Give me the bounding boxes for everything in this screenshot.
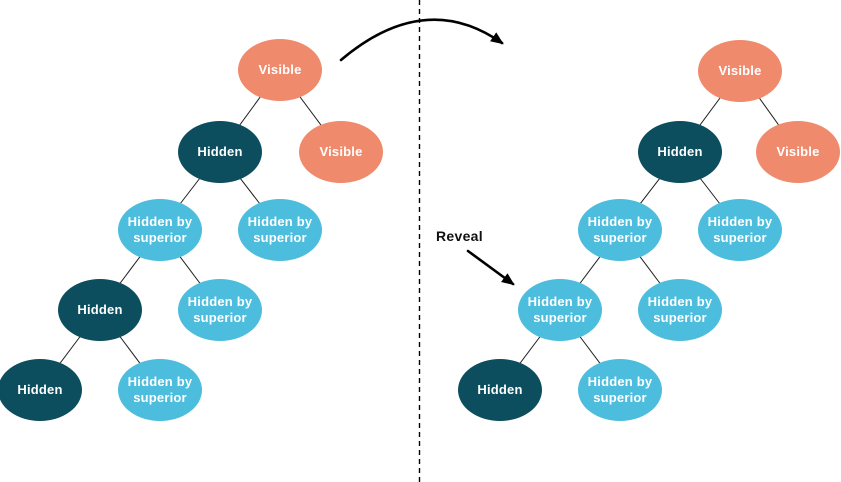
tree-node-hidden-by-superior: Hidden by superior xyxy=(578,359,662,421)
node-label: Hidden xyxy=(657,143,703,159)
tree-node-visible: Visible xyxy=(756,121,840,183)
node-label: Hidden by superior xyxy=(247,213,313,245)
tree-node-hidden-by-superior: Hidden by superior xyxy=(118,199,202,261)
node-label: Hidden xyxy=(477,381,523,397)
node-label: Hidden by superior xyxy=(527,293,593,325)
node-label: Hidden by superior xyxy=(187,293,253,325)
node-label: Hidden by superior xyxy=(707,213,773,245)
tree-node-hidden-by-superior: Hidden by superior xyxy=(578,199,662,261)
tree-node-hidden-by-superior: Hidden by superior xyxy=(698,199,782,261)
node-label: Hidden xyxy=(197,143,243,159)
node-label: Hidden by superior xyxy=(127,373,193,405)
tree-node-hidden: Hidden xyxy=(458,359,542,421)
tree-node-hidden: Hidden xyxy=(178,121,262,183)
node-label: Visible xyxy=(718,62,762,78)
tree-node-visible: Visible xyxy=(299,121,383,183)
tree-node-visible: Visible xyxy=(238,39,322,101)
reveal-label: Reveal xyxy=(436,228,483,244)
tree-node-visible: Visible xyxy=(698,40,782,102)
node-label: Hidden xyxy=(77,301,123,317)
node-label: Hidden by superior xyxy=(127,213,193,245)
node-label: Hidden by superior xyxy=(587,373,653,405)
tree-node-hidden-by-superior-revealed: Hidden by superior xyxy=(518,279,602,341)
tree-node-hidden: Hidden xyxy=(638,121,722,183)
node-label: Hidden by superior xyxy=(587,213,653,245)
node-label: Visible xyxy=(319,143,363,159)
node-label: Visible xyxy=(776,143,820,159)
tree-node-hidden: Hidden xyxy=(0,359,82,421)
node-label: Hidden xyxy=(17,381,63,397)
tree-node-hidden: Hidden xyxy=(58,279,142,341)
tree-node-hidden-by-superior: Hidden by superior xyxy=(238,199,322,261)
tree-node-hidden-by-superior: Hidden by superior xyxy=(638,279,722,341)
node-label: Hidden by superior xyxy=(647,293,713,325)
node-label: Visible xyxy=(258,61,302,77)
tree-node-hidden-by-superior: Hidden by superior xyxy=(178,279,262,341)
tree-node-hidden-by-superior: Hidden by superior xyxy=(118,359,202,421)
